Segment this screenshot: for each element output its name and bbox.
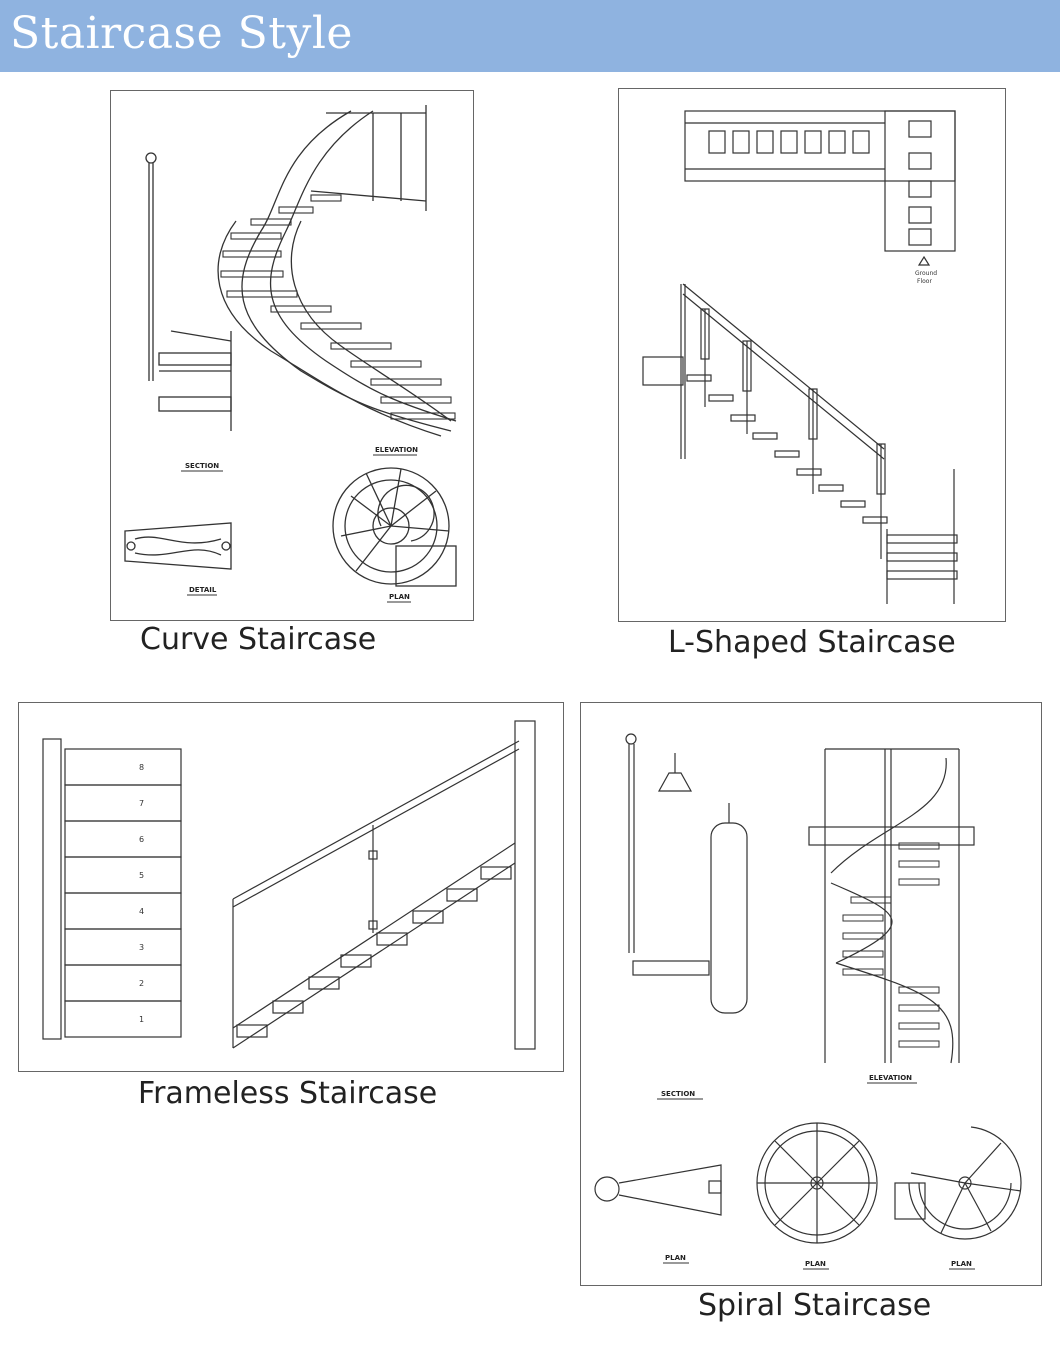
l-shaped-staircase-drawing: Ground Floor bbox=[618, 88, 1006, 622]
spiral-staircase-svg: SECTION ELEVATION PLAN PLAN PLAN bbox=[594, 733, 1022, 1270]
floor-label: Floor bbox=[917, 278, 932, 285]
curve-staircase-svg: SECTION ELEVATION DETAIL PLAN bbox=[124, 105, 457, 603]
header-banner: Staircase Style bbox=[0, 0, 1060, 72]
plan-label: PLAN bbox=[951, 1260, 972, 1268]
step-number: 8 bbox=[139, 763, 144, 772]
curve-staircase-drawing: SECTION ELEVATION DETAIL PLAN bbox=[110, 90, 474, 621]
l-shaped-staircase-caption: L-Shaped Staircase bbox=[668, 625, 956, 660]
section-label: SECTION bbox=[185, 462, 219, 470]
step-number: 3 bbox=[139, 943, 144, 952]
plan-label: PLAN bbox=[665, 1254, 686, 1262]
elevation-label: ELEVATION bbox=[375, 446, 418, 454]
step-number: 2 bbox=[139, 979, 144, 988]
frameless-staircase-caption: Frameless Staircase bbox=[138, 1076, 438, 1111]
detail-label: DETAIL bbox=[189, 586, 217, 594]
spiral-staircase-drawing: SECTION ELEVATION PLAN PLAN PLAN bbox=[580, 702, 1042, 1286]
elevation-label: ELEVATION bbox=[869, 1074, 912, 1082]
ground-label: Ground bbox=[915, 270, 937, 277]
spiral-staircase-caption: Spiral Staircase bbox=[698, 1288, 932, 1323]
l-shaped-staircase-svg: Ground Floor bbox=[642, 110, 958, 604]
page-title: Staircase Style bbox=[10, 8, 353, 59]
step-number: 6 bbox=[139, 835, 144, 844]
section-label: SECTION bbox=[661, 1090, 695, 1098]
step-number: 5 bbox=[139, 871, 144, 880]
frameless-staircase-drawing: 8 7 6 5 4 3 2 1 bbox=[18, 702, 564, 1072]
plan-label: PLAN bbox=[389, 593, 410, 601]
step-number: 4 bbox=[139, 907, 144, 916]
step-number: 1 bbox=[139, 1015, 144, 1024]
step-number: 7 bbox=[139, 799, 144, 808]
frameless-staircase-svg: 8 7 6 5 4 3 2 1 bbox=[42, 720, 536, 1050]
plan-label: PLAN bbox=[805, 1260, 826, 1268]
curve-staircase-caption: Curve Staircase bbox=[140, 622, 377, 657]
